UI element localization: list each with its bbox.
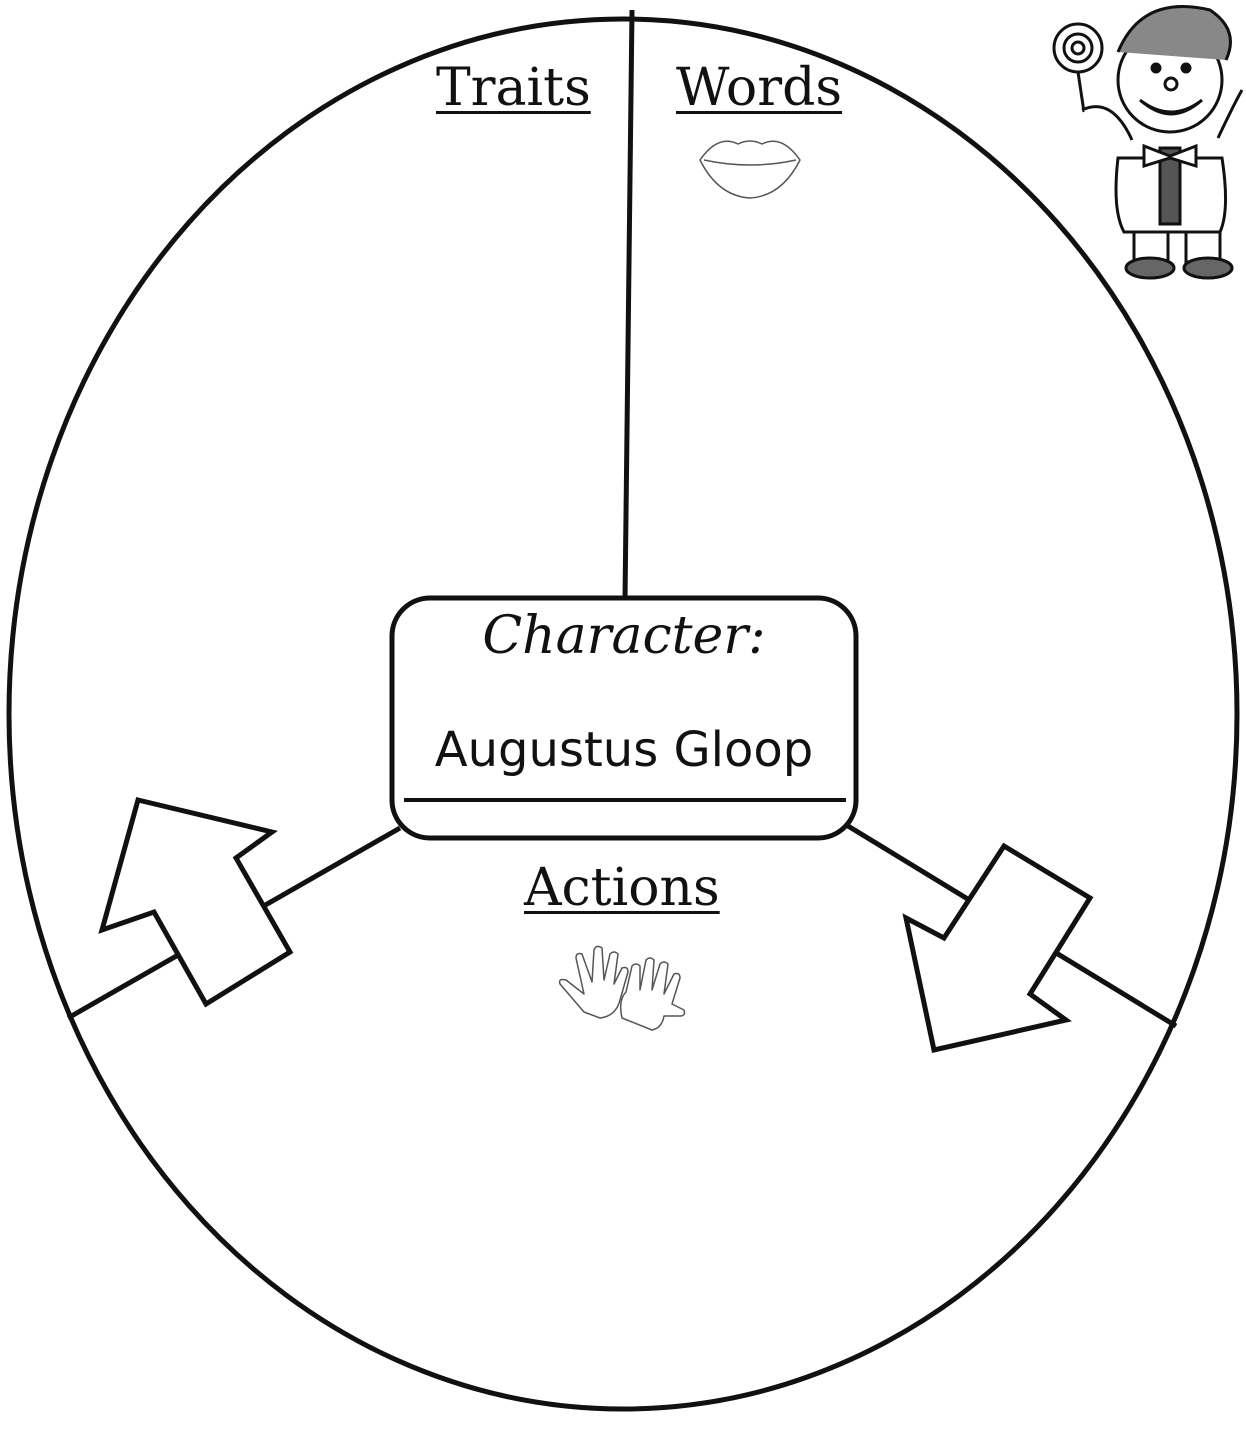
clown-illustration — [1054, 7, 1242, 278]
words-label: Words — [676, 58, 842, 118]
hands-icon — [560, 946, 685, 1030]
character-name: Augustus Gloop — [392, 722, 856, 778]
left-arrow-icon — [102, 800, 290, 1004]
top-divider-line — [625, 10, 632, 600]
lips-icon — [700, 141, 800, 198]
traits-label: Traits — [436, 58, 591, 118]
character-heading: Character: — [392, 606, 856, 666]
actions-label: Actions — [524, 858, 720, 918]
